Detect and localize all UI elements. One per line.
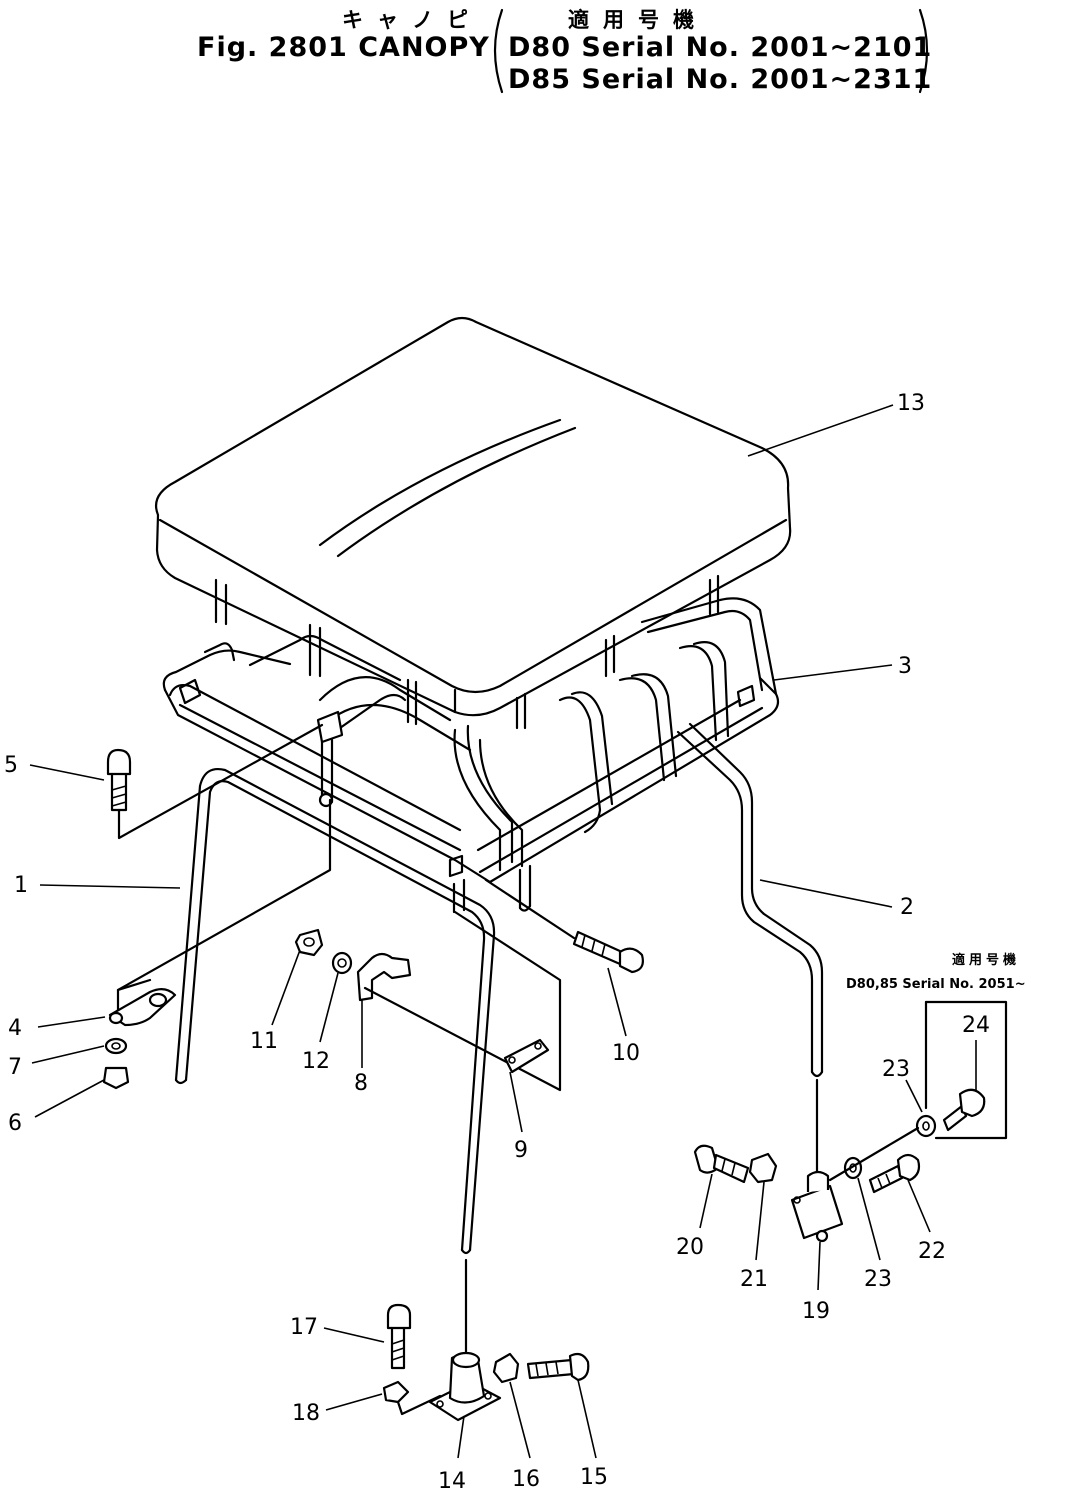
serial-d85: D85 Serial No. 2001~2311 [508, 64, 933, 95]
bolt-17 [386, 1303, 412, 1370]
washer-7 [104, 1037, 128, 1055]
washer-18 [382, 1380, 442, 1416]
label-5: 5 [4, 753, 18, 778]
applicability-note: 適用号機 D80,85 Serial No. 2051~ [846, 952, 1026, 992]
washer-12 [331, 951, 353, 975]
bolt-20 [693, 1144, 750, 1184]
plate-9 [503, 1038, 550, 1074]
bolt-10 [484, 878, 644, 974]
label-16: 16 [512, 1467, 540, 1492]
roof-posts [214, 574, 720, 730]
serial-d80: D80 Serial No. 2001~2101 [508, 32, 933, 63]
label-6: 6 [8, 1111, 22, 1136]
label-2: 2 [900, 895, 914, 920]
label-4: 4 [8, 1016, 22, 1041]
bolt-15 [526, 1352, 590, 1382]
label-10: 10 [612, 1041, 640, 1066]
label-23-upper: 23 [882, 1057, 910, 1082]
label-24: 24 [962, 1013, 990, 1038]
nut-16 [492, 1352, 520, 1384]
label-11: 11 [250, 1029, 278, 1054]
label-1: 1 [14, 873, 28, 898]
bolt-24 [942, 1088, 986, 1132]
right-pillar [676, 722, 824, 1187]
variant-box [924, 1000, 1008, 1140]
label-15: 15 [580, 1465, 608, 1490]
nut-6 [102, 1066, 130, 1090]
label-19: 19 [802, 1299, 830, 1324]
label-14: 14 [438, 1469, 466, 1494]
bolt-5 [106, 723, 324, 840]
clip-8 [356, 910, 562, 1092]
label-23-lower: 23 [864, 1267, 892, 1292]
japanese-title: キャノピ [342, 8, 482, 32]
note-jp: 適用号機 [952, 952, 1020, 968]
washer-23-upper [828, 1114, 937, 1182]
label-7: 7 [8, 1055, 22, 1080]
label-8: 8 [354, 1071, 368, 1096]
nut-11 [294, 928, 324, 957]
label-9: 9 [514, 1138, 528, 1163]
label-21: 21 [740, 1267, 768, 1292]
japanese-applicable-label: 適用号機 [568, 8, 708, 32]
label-13: 13 [897, 391, 925, 416]
part-labels: 1 2 3 4 5 6 7 8 9 10 11 12 13 14 15 16 1… [4, 391, 990, 1494]
left-pillar [174, 768, 496, 1367]
label-18: 18 [292, 1401, 320, 1426]
label-17: 17 [290, 1315, 318, 1340]
bolt-22 [868, 1153, 921, 1194]
canopy-frame [162, 597, 780, 914]
note-serial: D80,85 Serial No. 2051~ [846, 977, 1026, 992]
label-22: 22 [918, 1239, 946, 1264]
leader-lines [29, 404, 977, 1459]
label-12: 12 [302, 1049, 330, 1074]
bracket-14 [428, 1351, 502, 1422]
bracket-19 [790, 1170, 844, 1243]
figure-title: Fig. 2801 CANOPY [197, 32, 490, 63]
nut-21 [748, 1152, 778, 1184]
label-20: 20 [676, 1235, 704, 1260]
header-brackets [493, 8, 929, 94]
bracket-4 [108, 798, 332, 1027]
label-3: 3 [898, 654, 912, 679]
washer-23-lower [843, 1156, 863, 1180]
canopy-roof [154, 316, 792, 717]
